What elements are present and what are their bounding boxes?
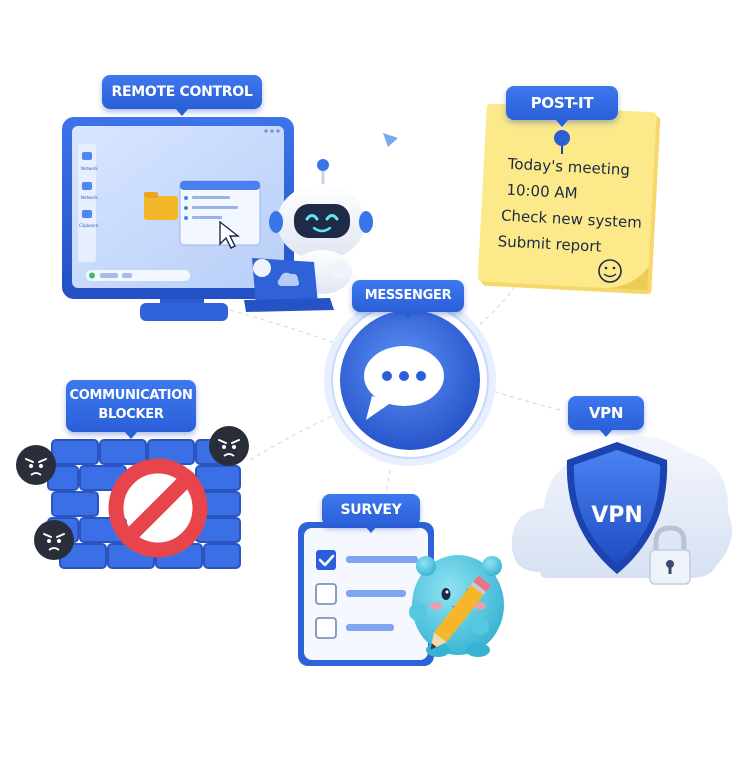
- sidebar-label-3: Clipboard: [79, 223, 99, 228]
- sidebar-label-2: Network: [81, 195, 98, 200]
- survey-tag: SURVEY: [322, 494, 420, 533]
- communication-blocker-line2: BLOCKER: [98, 407, 164, 422]
- pushpin-icon: [554, 130, 570, 146]
- angry-face-icon-right: [209, 426, 249, 466]
- communication-blocker-line1: COMMUNICATION: [69, 388, 193, 403]
- messenger-tag: MESSENGER: [352, 280, 464, 319]
- survey-item-2: [315, 583, 406, 605]
- connector-postit: [459, 279, 521, 341]
- survey-item-3: [315, 617, 394, 639]
- remote-control-tag: REMOTE CONTROL: [102, 75, 262, 116]
- survey-item-1: [316, 550, 418, 570]
- connector-remote: [229, 309, 341, 346]
- angry-face-icon-left-top: [16, 445, 56, 485]
- sidebar-label-1: Network: [81, 166, 98, 171]
- vpn-shield-label: VPN: [591, 503, 643, 528]
- paper-plane-icon: [383, 133, 398, 147]
- vpn-tag: VPN: [568, 396, 644, 437]
- post-it-tag: POST-IT: [506, 86, 618, 127]
- angry-face-icon-left-bottom: [34, 520, 74, 560]
- communication-blocker-tag: COMMUNICATION BLOCKER: [66, 380, 196, 439]
- connector-blocker: [249, 414, 336, 461]
- cursor-icon: [219, 220, 241, 249]
- connector-vpn: [489, 389, 561, 411]
